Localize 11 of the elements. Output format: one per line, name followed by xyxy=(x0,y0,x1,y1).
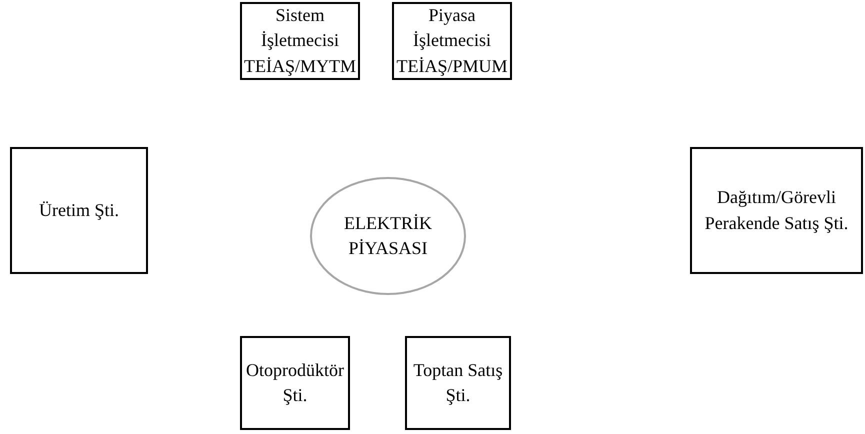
process-box xyxy=(690,147,863,274)
process-box xyxy=(10,147,148,274)
node-label: Dağıtım/Görevli Perakende Satış Şti. xyxy=(704,186,850,235)
process-box xyxy=(240,336,350,430)
node-label: Üretim Şti. xyxy=(39,198,119,222)
node-label: Otoprodüktör Şti. xyxy=(246,358,344,407)
process-box xyxy=(405,336,511,430)
node-label: Toptan Satış Şti. xyxy=(413,358,503,407)
node-label: Sistem İşletmecisi TEİAŞ/MYTM xyxy=(244,4,356,78)
node-label: Piyasa İşletmecisi TEİAŞ/PMUM xyxy=(396,4,508,78)
node-label: ELEKTRİK PİYASASI xyxy=(343,212,433,260)
